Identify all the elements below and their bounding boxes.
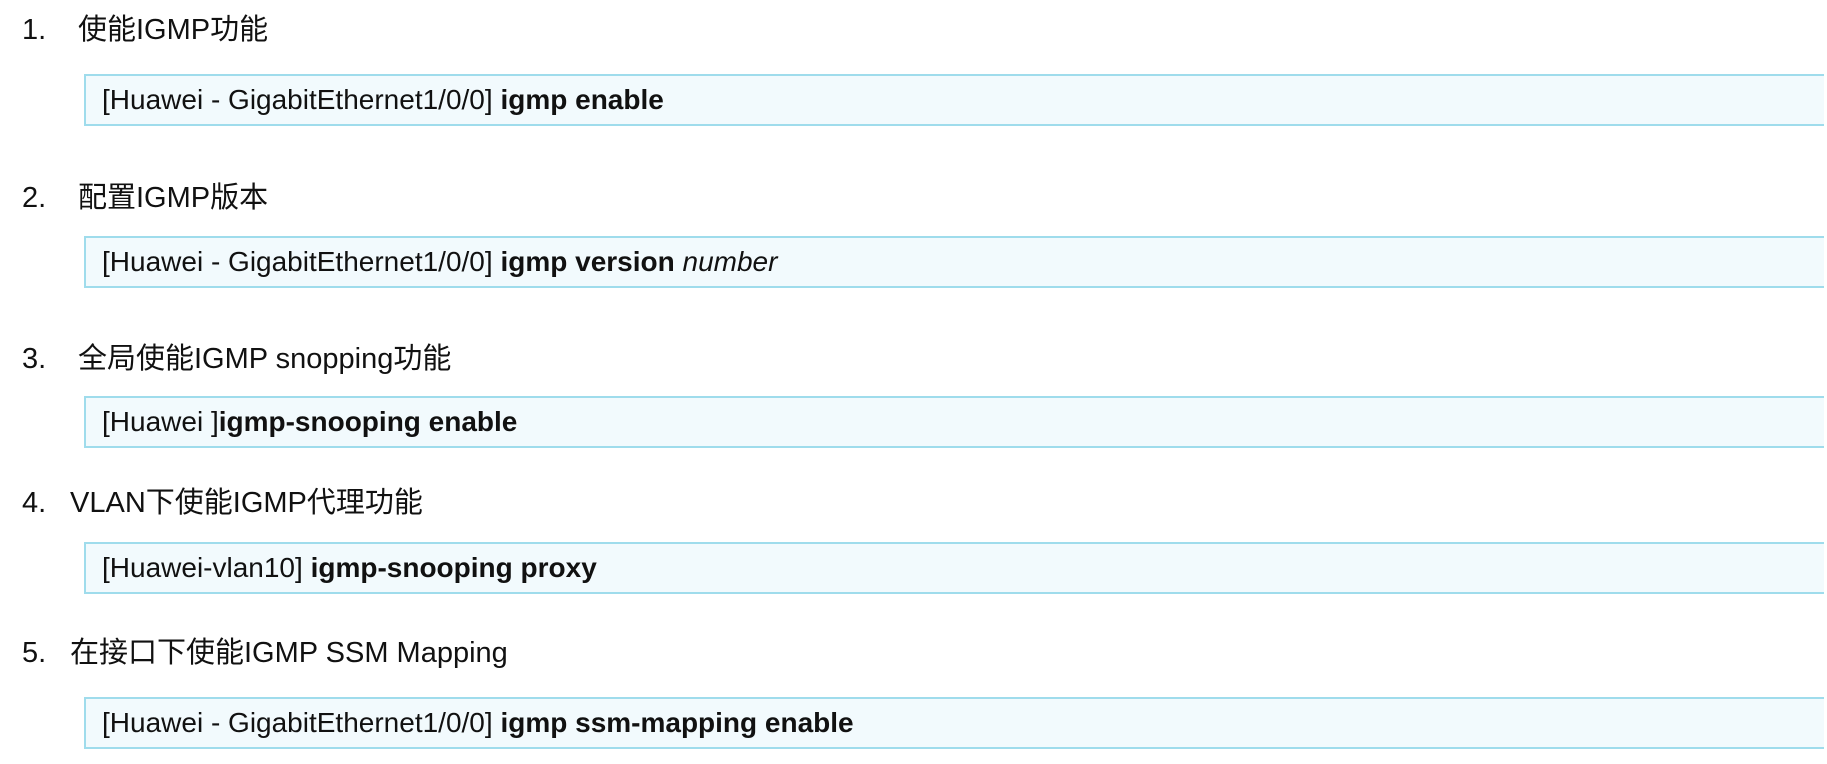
step-number: 2. [22,182,47,214]
step-title: 在接口下使能IGMP SSM Mapping [70,637,508,669]
step-title: 全局使能IGMP snopping功能 [78,343,452,375]
step-heading: 1. 使能IGMP功能 [22,12,268,48]
command-keyword: igmp version [500,246,675,277]
step-heading: 2. 配置IGMP版本 [22,180,268,216]
command-keyword: igmp-snooping proxy [310,552,597,583]
step-number: 4. [22,487,47,519]
command-box: [Huawei-vlan10] igmp-snooping proxy [84,542,1824,594]
step-heading: 3. 全局使能IGMP snopping功能 [22,341,451,377]
command-prompt: [Huawei - GigabitEthernet1/0/0] [102,246,501,277]
step-number: 1. [22,14,47,46]
command-keyword: igmp-snooping enable [218,406,518,437]
step-number: 5. [22,637,47,669]
command-box: [Huawei - GigabitEthernet1/0/0] igmp ssm… [84,697,1824,749]
command-prompt: [Huawei - GigabitEthernet1/0/0] [102,84,501,115]
command-prompt: [Huawei ] [102,406,219,437]
step-heading: 4. VLAN下使能IGMP代理功能 [22,485,423,521]
command-prompt: [Huawei - GigabitEthernet1/0/0] [102,707,501,738]
command-argument: number [682,246,778,277]
command-box: [Huawei ]igmp-snooping enable [84,396,1824,448]
step-title: 使能IGMP功能 [78,14,269,46]
command-keyword: igmp enable [500,84,664,115]
step-title: VLAN下使能IGMP代理功能 [70,487,423,519]
command-box: [Huawei - GigabitEthernet1/0/0] igmp ver… [84,236,1824,288]
step-title: 配置IGMP版本 [78,182,269,214]
step-number: 3. [22,343,47,375]
command-keyword: igmp ssm-mapping enable [500,707,854,738]
command-box: [Huawei - GigabitEthernet1/0/0] igmp ena… [84,74,1824,126]
command-prompt: [Huawei-vlan10] [102,552,311,583]
step-heading: 5. 在接口下使能IGMP SSM Mapping [22,635,508,671]
